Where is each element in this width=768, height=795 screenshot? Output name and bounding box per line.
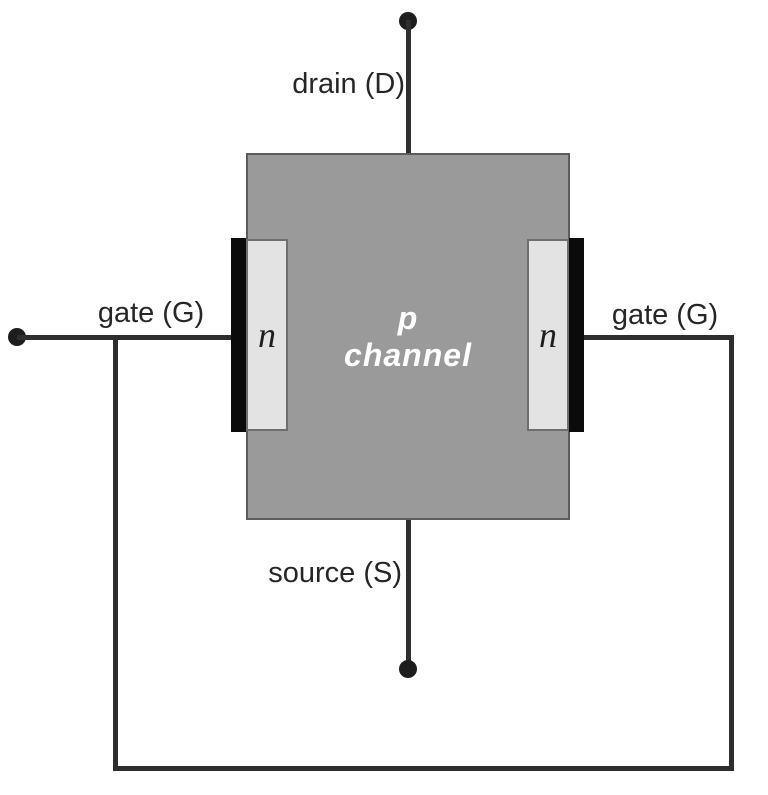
source-wire (406, 520, 411, 669)
source-terminal-dot (399, 660, 417, 678)
left-n-region: n (246, 239, 288, 431)
source-label: source (S) (268, 557, 402, 589)
left-gate-contact-bar (231, 238, 246, 432)
p-channel-label-line2: channel (344, 336, 472, 373)
left-gate-wire (17, 335, 243, 340)
drain-label: drain (D) (292, 68, 405, 100)
left-gate-label: gate (G) (97, 297, 205, 329)
p-channel-label: p channel (344, 300, 472, 374)
p-channel-region: p channel (246, 153, 570, 520)
left-gate-down-wire (113, 335, 118, 771)
right-n-label: n (539, 315, 557, 355)
right-gate-down-wire (729, 335, 734, 771)
left-n-label: n (258, 315, 276, 355)
right-gate-wire (583, 335, 734, 340)
right-gate-contact-bar (569, 238, 584, 432)
gate-interconnect-wire (113, 766, 734, 771)
right-n-region: n (527, 239, 569, 431)
drain-wire (406, 20, 411, 154)
p-channel-label-line1: p (397, 299, 419, 336)
right-gate-label: gate (G) (611, 299, 719, 331)
